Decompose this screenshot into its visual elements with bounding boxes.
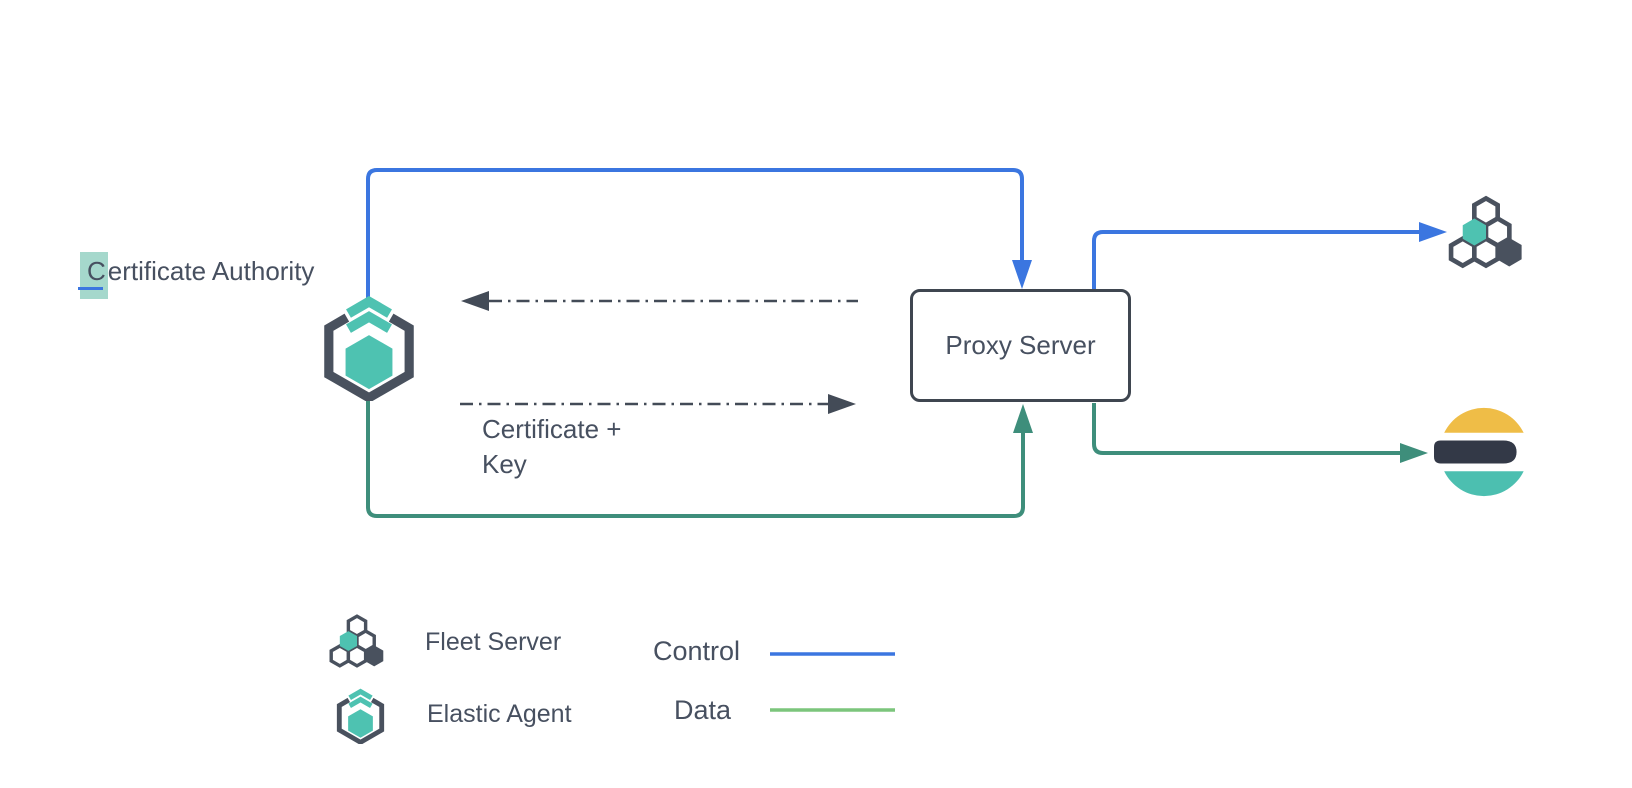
selected-character-highlight: C	[78, 252, 108, 299]
data-connector-proxy-to-elasticsearch[interactable]	[1092, 403, 1428, 463]
proxy-server-label: Proxy Server	[945, 330, 1096, 360]
legend-fleet-server-icon[interactable]	[329, 614, 385, 669]
certificate-authority-label[interactable]: Certificate Authority	[78, 252, 315, 299]
proxy-server-node[interactable]: Proxy Server	[910, 289, 1131, 402]
elasticsearch-icon[interactable]	[1434, 407, 1524, 497]
control-connector-proxy-to-fleet[interactable]	[1092, 222, 1447, 289]
certificate-key-arrow[interactable]	[460, 394, 856, 414]
selected-character: C	[87, 256, 106, 286]
data-connector-agent-to-proxy[interactable]	[366, 400, 1033, 518]
fleet-server-icon[interactable]	[1451, 198, 1522, 266]
legend-elastic-agent-icon[interactable]	[339, 692, 381, 743]
legend-control-label: Control	[653, 636, 741, 666]
legend-fleet-server-label: Fleet Server	[425, 628, 562, 656]
certificate-authority-text: ertificate Authority	[107, 256, 315, 286]
certificate-request-arrow[interactable]	[461, 291, 858, 311]
legend-data-label: Data	[674, 695, 732, 725]
elastic-agent-icon[interactable]	[329, 302, 409, 398]
control-connector-agent-to-proxy[interactable]	[366, 168, 1032, 300]
legend-elastic-agent-label: Elastic Agent	[427, 700, 572, 728]
certificate-key-label[interactable]: Certificate + Key	[482, 414, 622, 479]
